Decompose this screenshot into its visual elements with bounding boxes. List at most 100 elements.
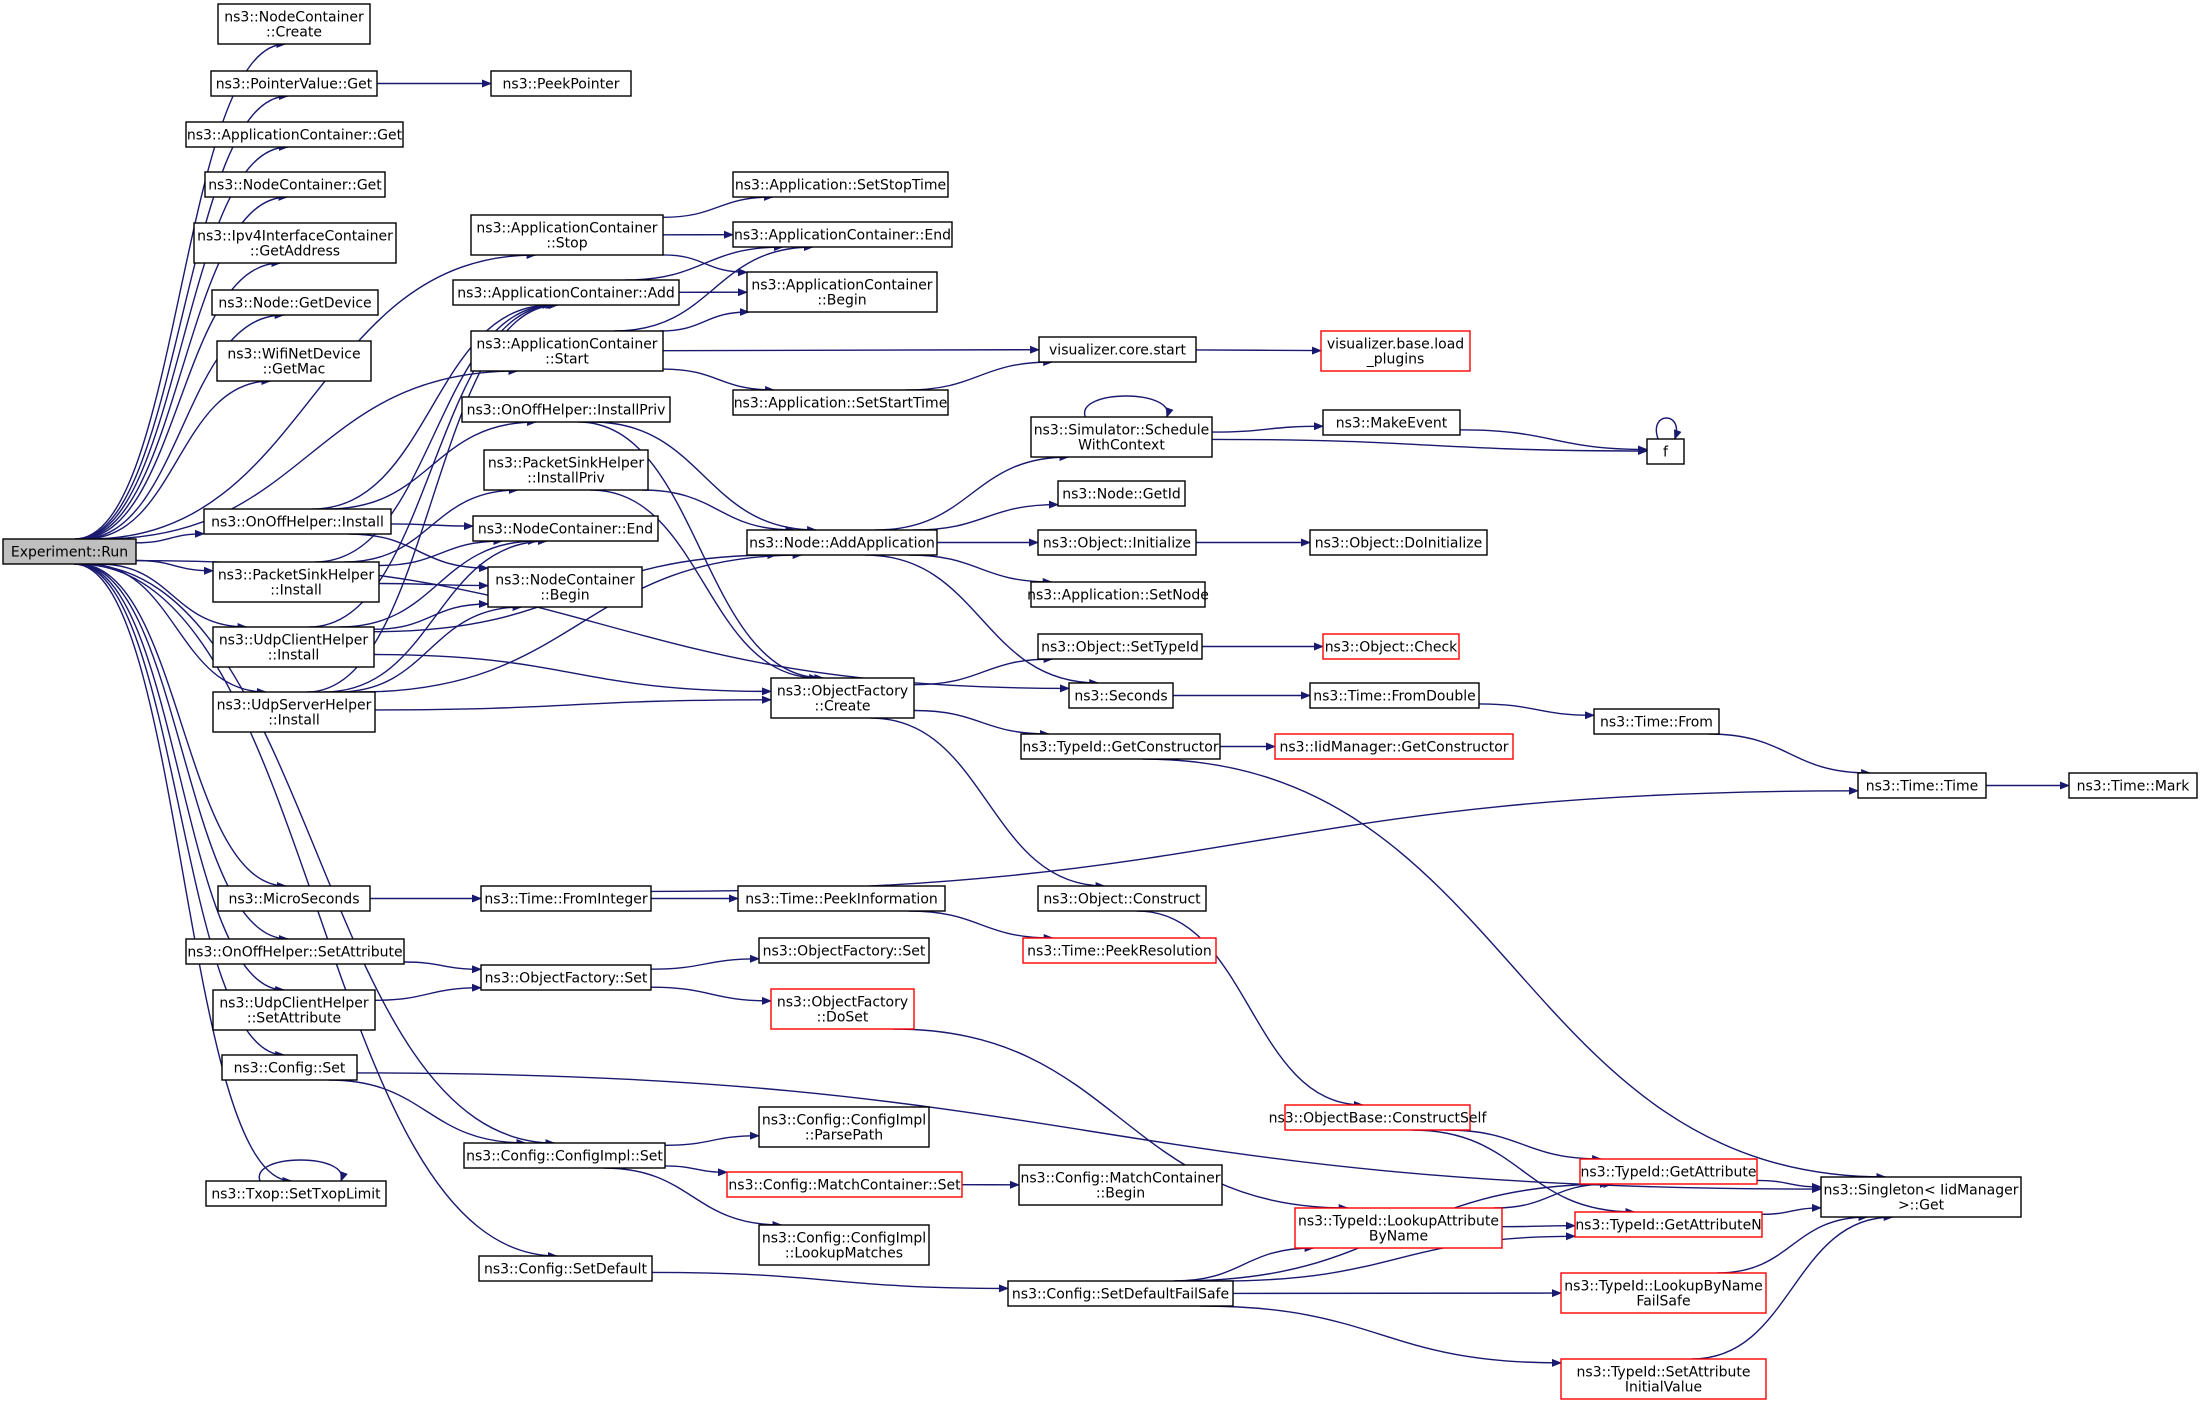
node-label: ns3::NodeContainer: [224, 10, 364, 26]
node-psink-install[interactable]: ns3::PacketSinkHelper::Install: [212, 561, 380, 603]
node-txop-set[interactable]: ns3::Txop::SetTxopLimit: [205, 1180, 387, 1207]
node-ac-get[interactable]: ns3::ApplicationContainer::Get: [185, 121, 404, 148]
node-root[interactable]: Experiment::Run: [2, 538, 137, 565]
call-edge-config_set-to-singleton_get: [356, 1072, 1822, 1194]
node-label: ns3::Time::Mark: [2077, 779, 2191, 795]
node-label: ns3::Config::SetDefault: [484, 1262, 648, 1278]
node-pv-get[interactable]: ns3::PointerValue::Get: [210, 70, 378, 97]
node-of-create[interactable]: ns3::ObjectFactory::Create: [770, 677, 915, 719]
node-onoff-installpriv[interactable]: ns3::OnOffHelper::InstallPriv: [461, 396, 671, 423]
node-nc-get[interactable]: ns3::NodeContainer::Get: [204, 171, 386, 198]
node-obj-check[interactable]: ns3::Object::Check: [1322, 633, 1460, 660]
node-label: ByName: [1369, 1229, 1428, 1245]
node-singleton-get[interactable]: ns3::Singleton< IidManager>::Get: [1820, 1176, 2022, 1218]
node-makeevent[interactable]: ns3::MakeEvent: [1322, 409, 1461, 436]
node-udpc-setattr[interactable]: ns3::UdpClientHelper::SetAttribute: [212, 989, 376, 1031]
node-ipv4-getaddr[interactable]: ns3::Ipv4InterfaceContainer::GetAddress: [193, 222, 397, 264]
node-time-from[interactable]: ns3::Time::From: [1593, 708, 1720, 735]
node-ac-begin[interactable]: ns3::ApplicationContainer::Begin: [746, 271, 938, 313]
node-of-set[interactable]: ns3::ObjectFactory::Set: [480, 964, 652, 991]
node-of-set2[interactable]: ns3::ObjectFactory::Set: [758, 937, 930, 964]
node-ac-stop[interactable]: ns3::ApplicationContainer::Stop: [470, 214, 664, 256]
node-time-peekinfo[interactable]: ns3::Time::PeekInformation: [737, 885, 946, 912]
node-time-time[interactable]: ns3::Time::Time: [1857, 772, 1987, 799]
node-obj-settypeid[interactable]: ns3::Object::SetTypeId: [1037, 633, 1203, 660]
node-label: ns3::ApplicationContainer::End: [734, 228, 951, 244]
node-box: [1820, 1176, 2022, 1218]
node-cfgimpl-set[interactable]: ns3::Config::ConfigImpl::Set: [463, 1142, 666, 1169]
node-tid-getattr[interactable]: ns3::TypeId::GetAttribute: [1579, 1158, 1758, 1185]
node-label: ns3::NodeContainer: [495, 573, 635, 589]
node-ac-start[interactable]: ns3::ApplicationContainer::Start: [470, 330, 664, 372]
node-iid-getctor[interactable]: ns3::IidManager::GetConstructor: [1274, 733, 1514, 760]
node-app-setstop[interactable]: ns3::Application::SetStopTime: [732, 171, 949, 198]
node-node-getid[interactable]: ns3::Node::GetId: [1057, 480, 1186, 507]
node-tid-getctor[interactable]: ns3::TypeId::GetConstructor: [1020, 733, 1221, 760]
node-config-setdefault[interactable]: ns3::Config::SetDefault: [478, 1255, 653, 1282]
node-box: [770, 988, 915, 1030]
node-time-fromdouble[interactable]: ns3::Time::FromDouble: [1309, 682, 1480, 709]
call-edge-onoff_setattr-to-of_set: [403, 961, 482, 974]
node-box: [470, 214, 664, 256]
node-app-setnode[interactable]: ns3::Application::SetNode: [1027, 581, 1209, 608]
node-config-set[interactable]: ns3::Config::Set: [221, 1054, 358, 1081]
node-psink-installpriv[interactable]: ns3::PacketSinkHelper::InstallPriv: [483, 449, 649, 491]
node-peekptr[interactable]: ns3::PeekPointer: [490, 70, 632, 97]
node-obj-doinit[interactable]: ns3::Object::DoInitialize: [1309, 529, 1488, 556]
call-edge-of_create-to-obj_settypeid: [913, 655, 1054, 686]
node-box: [1007, 1280, 1234, 1307]
call-edge-root-to-onoff_install: [135, 529, 205, 544]
node-cfgimpl-lookup[interactable]: ns3::Config::ConfigImpl::LookupMatches: [758, 1224, 930, 1266]
node-box: [1309, 529, 1488, 556]
node-time-peekres[interactable]: ns3::Time::PeekResolution: [1022, 937, 1217, 964]
node-vis-load[interactable]: visualizer.base.load_plugins: [1320, 330, 1471, 372]
node-time-mark[interactable]: ns3::Time::Mark: [2068, 772, 2198, 799]
node-node-addapp[interactable]: ns3::Node::AddApplication: [746, 529, 938, 556]
node-box: [463, 1142, 666, 1169]
node-mc-begin[interactable]: ns3::Config::MatchContainer::Begin: [1018, 1164, 1223, 1206]
call-edge-obj_construct-to-objbase_cs: [1136, 910, 1364, 1109]
node-app-setstart[interactable]: ns3::Application::SetStartTime: [732, 389, 949, 416]
node-onoff-setattr[interactable]: ns3::OnOffHelper::SetAttribute: [185, 938, 405, 965]
node-f[interactable]: f: [1646, 438, 1685, 465]
node-objbase-cs[interactable]: ns3::ObjectBase::ConstructSelf: [1269, 1104, 1488, 1131]
node-nc-create[interactable]: ns3::NodeContainer::Create: [217, 3, 371, 45]
node-box: [1274, 733, 1514, 760]
node-obj-init[interactable]: ns3::Object::Initialize: [1037, 529, 1197, 556]
node-obj-construct[interactable]: ns3::Object::Construct: [1037, 885, 1207, 912]
node-label: WithContext: [1078, 438, 1165, 454]
node-udps-install[interactable]: ns3::UdpServerHelper::Install: [212, 691, 376, 733]
node-microseconds[interactable]: ns3::MicroSeconds: [217, 885, 371, 912]
node-box: [205, 1180, 387, 1207]
node-label: ::Begin: [817, 293, 866, 309]
node-nc-begin[interactable]: ns3::NodeContainer::Begin: [487, 566, 643, 608]
node-label: >::Get: [1898, 1198, 1945, 1214]
node-label: ::DoSet: [817, 1010, 869, 1026]
node-label: ns3::Object::Check: [1325, 640, 1458, 656]
node-label: ns3::Application::SetNode: [1027, 588, 1209, 604]
node-nc-end[interactable]: ns3::NodeContainer::End: [472, 515, 659, 542]
node-time-fromint[interactable]: ns3::Time::FromInteger: [480, 885, 652, 912]
node-vis-start[interactable]: visualizer.core.start: [1038, 336, 1197, 363]
node-label: ns3::TypeId::GetAttributeN: [1575, 1218, 1761, 1234]
call-edge-ac_start-to-ac_begin: [660, 308, 750, 332]
node-wifi-getmac[interactable]: ns3::WifiNetDevice::GetMac: [216, 340, 372, 382]
call-edge-f-to-f: [1655, 417, 1682, 440]
node-mc-set[interactable]: ns3::Config::MatchContainer::Set: [726, 1171, 963, 1198]
node-cfgimpl-parse[interactable]: ns3::Config::ConfigImpl::ParsePath: [758, 1106, 930, 1148]
node-tid-getattrn[interactable]: ns3::TypeId::GetAttributeN: [1574, 1211, 1763, 1238]
node-onoff-install[interactable]: ns3::OnOffHelper::Install: [203, 508, 392, 535]
node-seconds[interactable]: ns3::Seconds: [1068, 682, 1174, 709]
node-ac-end[interactable]: ns3::ApplicationContainer::End: [732, 221, 953, 248]
node-ac-add[interactable]: ns3::ApplicationContainer::Add: [452, 279, 680, 306]
node-box: [746, 271, 938, 313]
node-udpc-install[interactable]: ns3::UdpClientHelper::Install: [212, 626, 375, 668]
node-node-getdev[interactable]: ns3::Node::GetDevice: [211, 289, 379, 316]
node-of-doset[interactable]: ns3::ObjectFactory::DoSet: [770, 988, 915, 1030]
node-config-sdfs[interactable]: ns3::Config::SetDefaultFailSafe: [1007, 1280, 1234, 1307]
node-box: [210, 70, 378, 97]
